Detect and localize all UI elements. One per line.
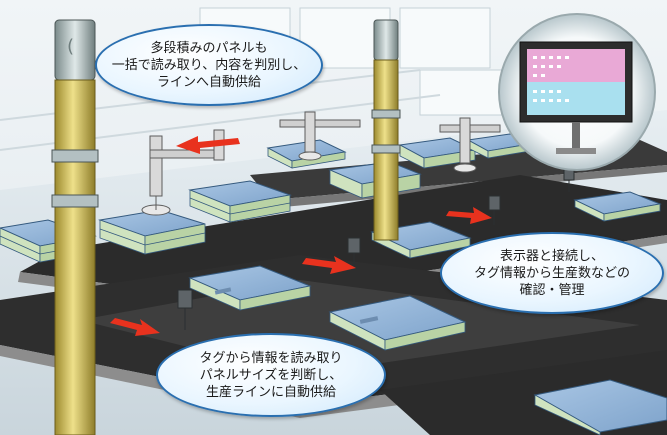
panel-far-right: [573, 191, 662, 222]
rfid-antenna-pole-icon: [371, 19, 401, 241]
monitor-display-icon: [498, 13, 656, 171]
middle-conveyor: [18, 175, 667, 310]
callout-text: ラインへ自動供給: [156, 74, 261, 90]
callout-text: タグ情報から生産数などの: [473, 265, 630, 281]
robot-arm-center: [279, 111, 361, 161]
rfid-antenna-pole-icon: (: [51, 19, 99, 435]
svg-text:(: (: [67, 36, 74, 57]
callout-panel-reading: 多段積みのパネルも 一括で読み取り、内容を判別し、 ラインへ自動供給: [95, 24, 323, 106]
panel-front-left: [188, 265, 312, 311]
callout-tag-reading: タグから情報を読み取り パネルサイズを判断し、 生産ラインに自動供給: [156, 333, 386, 417]
callout-text: 多段積みのパネルも: [150, 40, 268, 56]
callout-display-link: 表示器と接続し、 タグ情報から生産数などの 確認・管理: [440, 232, 664, 314]
callout-text: 生産ラインに自動供給: [205, 384, 336, 400]
stacked-panels-center-left: [98, 209, 206, 255]
direction-arrow-icon: [110, 136, 492, 336]
panel-front-right: [328, 295, 467, 351]
callout-text: 確認・管理: [519, 282, 585, 298]
panel-lower-right: [533, 379, 667, 435]
callout-text: 表示器と接続し、: [499, 248, 604, 264]
robot-arm-right: [439, 117, 501, 173]
callout-text: パネルサイズを判断し、: [199, 367, 343, 383]
callout-text: 一括で読み取り、内容を判別し、: [111, 57, 307, 73]
stacked-panels-center: [188, 180, 292, 223]
callout-text: タグから情報を読み取り: [199, 350, 343, 366]
